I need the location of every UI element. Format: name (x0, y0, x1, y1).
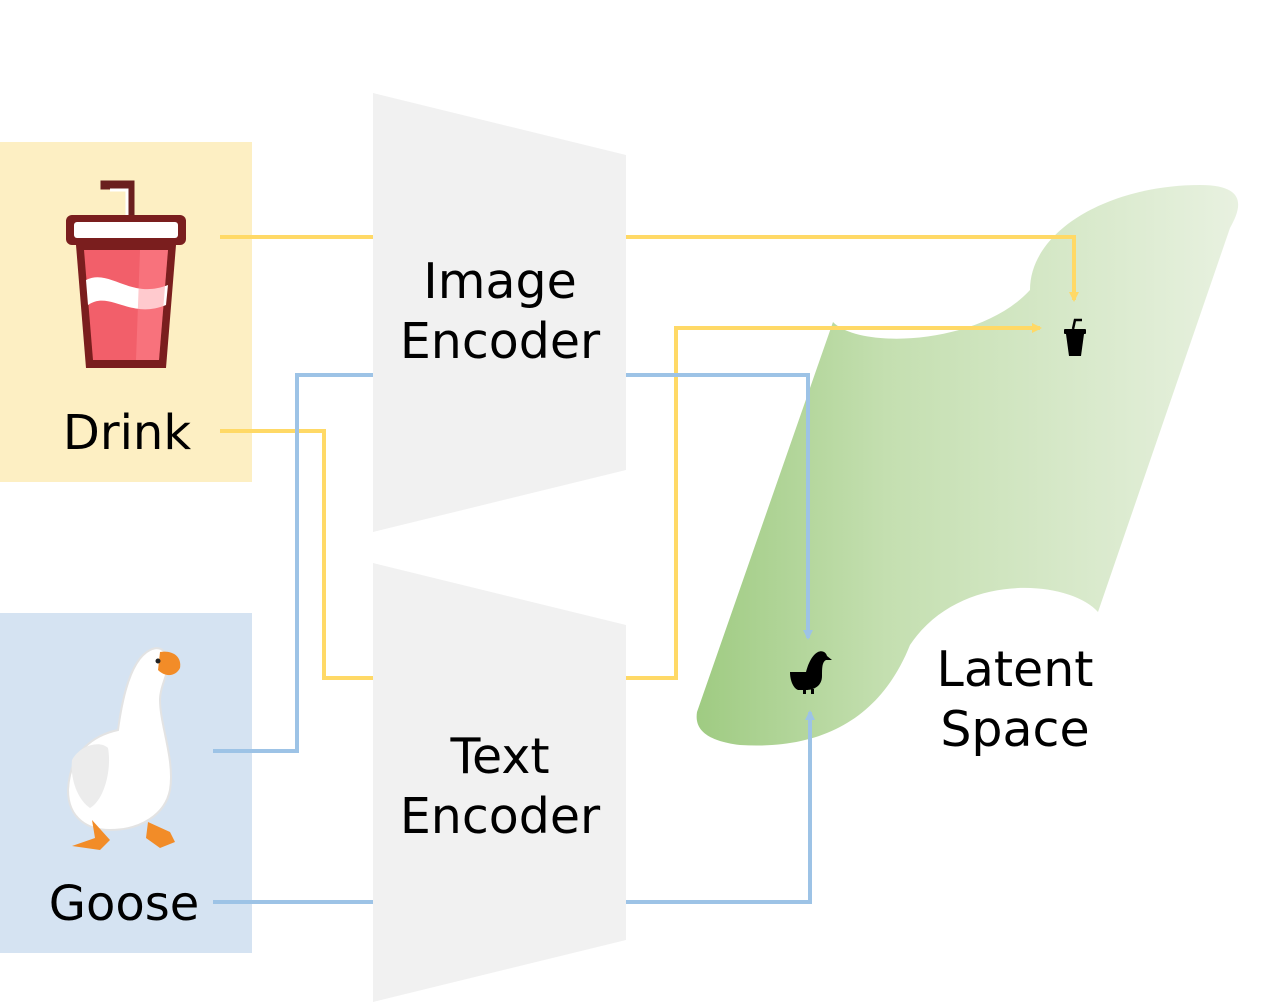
drink-cup-marker-icon (1064, 318, 1086, 356)
goose-image-to-latent (626, 373, 813, 640)
drink-cup-icon (66, 180, 186, 368)
text-encoder-shape (373, 563, 626, 1002)
drink-label: Drink (63, 405, 191, 461)
goose-connectors (213, 373, 815, 904)
goose-marker-icon (790, 651, 832, 694)
drink-text-to-latent (626, 323, 1042, 680)
goose-label: Goose (49, 876, 199, 932)
goose-image-to-encoder (213, 373, 373, 753)
image-encoder-shape (373, 93, 626, 532)
image-encoder-label-line1: Image (423, 253, 576, 310)
latent-space-label-line1: Latent (937, 641, 1094, 698)
goose-text-to-latent (626, 710, 815, 904)
image-encoder-label-line2: Encoder (400, 313, 601, 370)
drink-image-to-latent (626, 235, 1079, 302)
text-encoder-label-line1: Text (449, 728, 549, 785)
latent-space-surface (696, 185, 1239, 746)
text-encoder-label-line2: Encoder (400, 788, 601, 845)
latent-space-label-line2: Space (940, 701, 1089, 758)
goose-illustration (66, 647, 181, 850)
drink-text-to-encoder (220, 429, 373, 680)
drink-connectors (220, 235, 1079, 680)
